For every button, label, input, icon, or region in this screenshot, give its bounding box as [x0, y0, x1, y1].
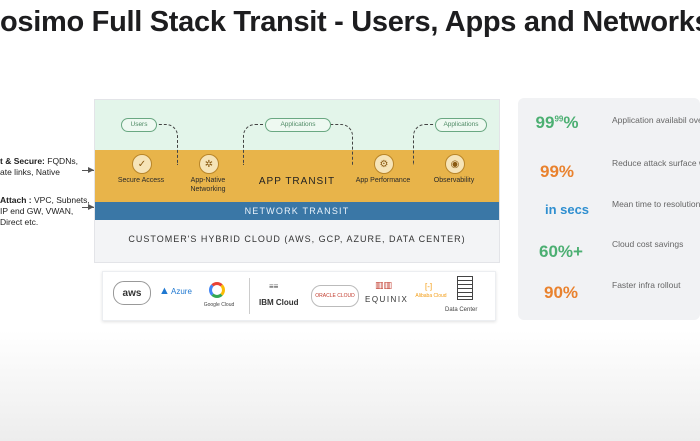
aws-logo: aws [113, 281, 151, 305]
cloud-logos-strip: aws ▲ Azure Google Cloud ≡≡ IBM Cloud OR… [102, 271, 496, 321]
network-transit-label: NETWORK TRANSIT [244, 206, 350, 216]
alibaba-cloud-logo: Alibaba Cloud [415, 293, 447, 299]
left-note-text: VPC, Subnets, IP end GW, VWAN, Direct et… [0, 195, 90, 227]
gear-network-icon: ✲ [199, 154, 219, 174]
arrow-head-icon [88, 204, 94, 210]
hybrid-cloud-label: CUSTOMER'S HYBRID CLOUD (AWS, GCP, AZURE… [128, 234, 466, 244]
equinix-logo: EQUINIX [365, 295, 409, 304]
divider [249, 278, 250, 314]
network-transit-layer [95, 202, 499, 220]
ibm-icon: ≡≡ [269, 282, 279, 291]
column-label: Observability [433, 177, 475, 184]
stat-value-main: 99 [535, 113, 555, 132]
stat-desc: Mean time to resolution [612, 199, 700, 209]
stat-desc: Reduce attack surface with ZTNA & . [612, 158, 700, 168]
alibaba-icon: [-] [425, 282, 433, 291]
eye-icon: ◉ [445, 154, 465, 174]
data-center-logo: Data Center [445, 307, 478, 313]
left-note-text: FQDNs, ate links, Native [0, 156, 78, 177]
stat-value-pct: % [563, 113, 579, 132]
stat-value: 99% [539, 162, 575, 181]
stats-panel: 9999% Application availabil over any tra… [518, 98, 700, 320]
left-note-heading: t & Secure: [0, 156, 45, 166]
users-pill: Users [121, 118, 157, 132]
left-note-secure: t & Secure: FQDNs, ate links, Native [0, 156, 92, 178]
equinix-icon: ▥▥ [375, 280, 393, 290]
stat-desc: Faster infra rollout [612, 280, 681, 290]
stat-value: in secs [544, 202, 590, 217]
arrow-head-icon [88, 167, 94, 173]
column-label: Secure Access [117, 177, 165, 184]
flow-path [139, 124, 178, 165]
applications-pill: Applications [265, 118, 331, 132]
shield-icon: ✓ [132, 154, 152, 174]
stat-desc: Application availabil over any transport [612, 115, 700, 125]
column-label: App Performance [355, 177, 411, 184]
google-cloud-logo: Google Cloud [203, 302, 235, 308]
stat-value: 9999% [522, 113, 592, 133]
column-label: App-Native Networking [190, 177, 226, 193]
stat-value-sup: 99 [554, 114, 564, 124]
flow-path [413, 124, 446, 165]
left-note-heading: Attach : [0, 195, 32, 205]
azure-icon: ▲ [159, 285, 170, 297]
stat-value: 60%+ [539, 242, 583, 261]
google-cloud-icon [209, 282, 225, 298]
left-note-attach: Attach : VPC, Subnets, IP end GW, VWAN, … [0, 195, 92, 228]
datacenter-icon [457, 276, 473, 300]
azure-logo: Azure [171, 287, 192, 296]
gear-icon: ⚙ [374, 154, 394, 174]
oracle-cloud-logo: ORACLE CLOUD [311, 285, 359, 307]
app-transit-layer [95, 150, 499, 202]
stat-desc: Cloud cost savings [612, 239, 684, 249]
ibm-cloud-logo: IBM Cloud [259, 298, 299, 307]
footer-background [0, 330, 700, 441]
app-transit-label: APP TRANSIT [258, 176, 336, 187]
applications-pill: Applications [435, 118, 487, 132]
slide-title: osimo Full Stack Transit - Users, Apps a… [0, 6, 700, 38]
stat-value: 90% [543, 283, 579, 302]
transit-diagram: NETWORK TRANSIT CUSTOMER'S HYBRID CLOUD … [94, 99, 500, 263]
